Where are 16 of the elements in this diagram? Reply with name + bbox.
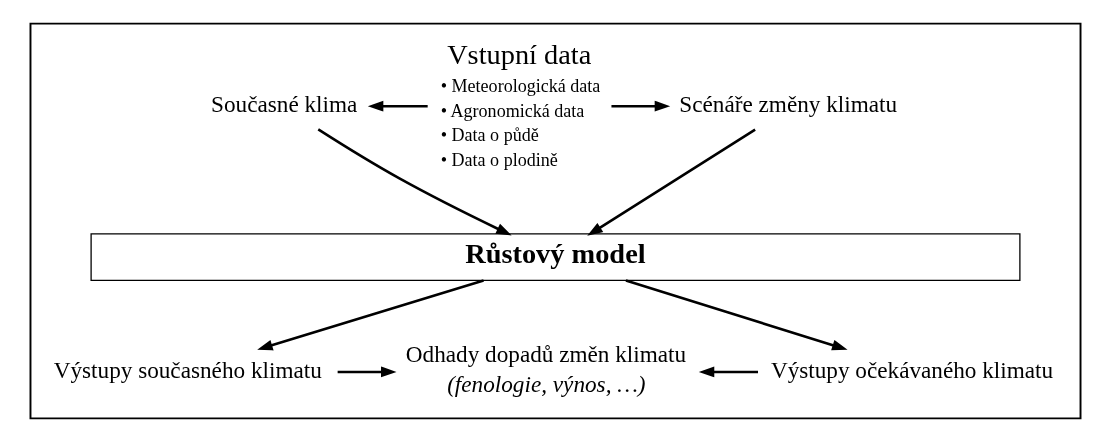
node-text: Současné klima xyxy=(210,90,357,117)
arrow xyxy=(610,100,670,112)
node-text: Výstupy současného klimatu xyxy=(53,356,322,383)
arrow xyxy=(586,128,756,236)
arrow xyxy=(317,128,512,236)
node-text: Výstupy očekávaného klimatu xyxy=(770,356,1053,383)
node-text: Odhady dopadů změn klimatu (fenologie, výnos, …) xyxy=(405,341,686,397)
node-text: Vstupní data • Meteorologická data • Agronomická data • Data o půdě • Data o plodině xyxy=(440,39,600,170)
node-box: Růstový model xyxy=(89,233,1021,281)
arrow xyxy=(256,279,484,351)
node-text: Scénáře změny klimatu xyxy=(678,90,897,117)
cluster xyxy=(29,22,1081,420)
arrow xyxy=(367,100,428,112)
arrow xyxy=(625,279,848,351)
arrow xyxy=(698,366,758,378)
arrow xyxy=(337,366,397,378)
